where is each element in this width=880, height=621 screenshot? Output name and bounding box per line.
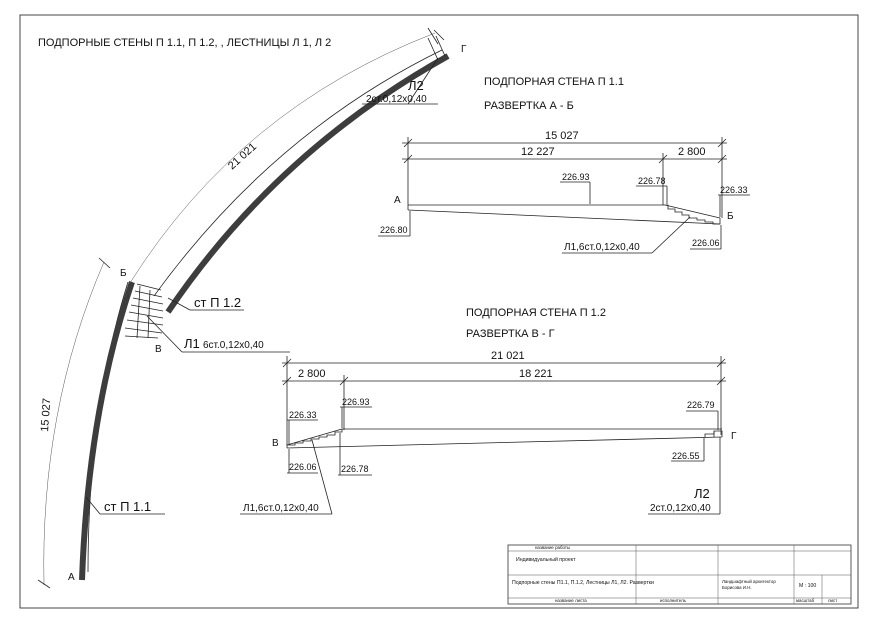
wall-12-dim-total: 21 021 [491, 350, 525, 362]
plan-stair-l1-name: Л1 [184, 336, 200, 351]
wall-11-title: ПОДПОРНАЯ СТЕНА П 1.1 [484, 76, 624, 88]
plan-point-g: Г [461, 44, 467, 55]
wall-12-dim-part1: 2 800 [298, 368, 326, 380]
plan-arc-dimension-outer [129, 32, 436, 284]
plan-point-b: Б [120, 268, 127, 279]
plan-stair-l2-spec: 2ст.0,12х0,40 [366, 94, 427, 105]
wall-12-elev-bottom-right: 226.55 [672, 451, 700, 461]
title-block-project-name: Индивидуальный проект [516, 556, 576, 563]
elevation-wall-11: ПОДПОРНАЯ СТЕНА П 1.1 РАЗВЕРТКА А - Б 15… [378, 76, 750, 254]
wall-12-title: ПОДПОРНАЯ СТЕНА П 1.2 [466, 307, 606, 319]
wall-12-elev-top-left2: 226.93 [342, 397, 370, 407]
leader-stair-l2 [407, 57, 439, 105]
wall-12-stair-name-right: Л2 [694, 486, 710, 501]
plan-arc-dimension-left [43, 261, 105, 586]
wall-11-stair-steps [665, 204, 721, 225]
wall-12-dim-part2: 18 221 [519, 368, 553, 380]
wall-11-dim-part1: 12 227 [521, 146, 555, 158]
title-block-format-label: масштаб [796, 598, 815, 603]
plan-dim-left-value: 15 027 [39, 398, 53, 432]
wall-11-stair-spec: Л1,6ст.0,12х0,40 [564, 242, 640, 253]
wall-12-stair-spec-right: 2ст.0,12х0,40 [650, 503, 711, 514]
wall-11-end-right: Б [727, 211, 734, 222]
wall-12-elev-top-left1: 226.33 [289, 410, 317, 420]
plan-stair-l2-name: Л2 [408, 78, 424, 93]
wall-12-elev-bottom-left1: 226.06 [289, 462, 317, 472]
wall-11-elev-top-right: 226.33 [720, 185, 748, 195]
plan-arc-tick-left-bottom [37, 579, 51, 589]
leader-wall-11 [85, 496, 101, 515]
stair-l1-plan [124, 283, 164, 339]
stair-l2-plan [427, 35, 446, 61]
title-block: название работы Индивидуальный проект По… [507, 544, 852, 605]
wall-11-thick [79, 281, 135, 581]
leader-wall-12 [167, 297, 191, 311]
title-block-executor-label: исполнитель [660, 598, 687, 603]
plan-arc-tick-left-top [98, 257, 111, 269]
wall-12-end-left: В [272, 438, 279, 449]
plan-wall-12-label: ст П 1.2 [194, 295, 241, 310]
plan-wall-11-label: ст П 1.1 [104, 499, 151, 514]
wall-11-elev-bottom-right: 226.06 [692, 238, 720, 248]
leader-stair-l1 [146, 315, 183, 353]
wall-11-elev-top-mid: 226.78 [638, 176, 666, 186]
wall-11-elev-top-left: 226.93 [562, 172, 590, 182]
elevation-wall-12: ПОДПОРНАЯ СТЕНА П 1.2 РАЗВЕРТКА В - Г 21… [240, 307, 737, 515]
title-block-scale: М : 100 [799, 583, 816, 589]
title-block-sheet-number-label: лист [828, 598, 837, 603]
wall-12-elev-top-right: 226.79 [687, 400, 715, 410]
sheet-frame [19, 14, 859, 609]
wall-12-thick [165, 53, 450, 314]
wall-11-dim-total: 15 027 [545, 130, 579, 142]
wall-12-bottom-line [286, 436, 723, 449]
plan-arc-tick-top [427, 27, 439, 45]
wall-11-bottom-line [407, 209, 721, 225]
title-block-architect-label: Ландшафтный архитектор [722, 579, 776, 584]
drawing-title: ПОДПОРНЫЕ СТЕНЫ П 1.1, П 1.2, , ЛЕСТНИЦЫ… [38, 37, 331, 49]
plan-point-a: А [68, 572, 75, 583]
title-block-architect-name: Борисова И.Н. [722, 585, 752, 590]
plan-dim-outer-value: 21 021 [226, 141, 259, 172]
wall-12-stair-spec-left: Л1,6ст.0,12х0,40 [243, 503, 319, 514]
wall-11-end-left: А [394, 195, 401, 206]
title-block-drawing-name: Подпорные стены П1.1, П.1.2, Лестницы Л1… [512, 580, 654, 586]
wall-12-stair-steps-left [286, 429, 343, 448]
wall-11-subtitle: РАЗВЕРТКА А - Б [484, 100, 574, 112]
plan-stair-l1-spec: 6ст.0,12х0,40 [203, 340, 264, 351]
plan-point-v: В [155, 344, 162, 355]
wall-12-inner-line [153, 49, 443, 297]
wall-12-stair-steps-right [704, 430, 723, 437]
plan-arc-tick-top2 [433, 29, 445, 41]
wall-12-end-right: Г [731, 431, 737, 442]
wall-11-elev-bottom-left: 226.80 [380, 225, 408, 235]
wall-11-dim-part2: 2 800 [678, 146, 706, 158]
title-block-work-label: название работы [535, 545, 570, 550]
wall-12-elev-bottom-left2: 226.78 [341, 464, 369, 474]
title-block-sheet-label: название листа [555, 598, 587, 603]
wall-12-subtitle: РАЗВЕРТКА В - Г [466, 328, 555, 340]
